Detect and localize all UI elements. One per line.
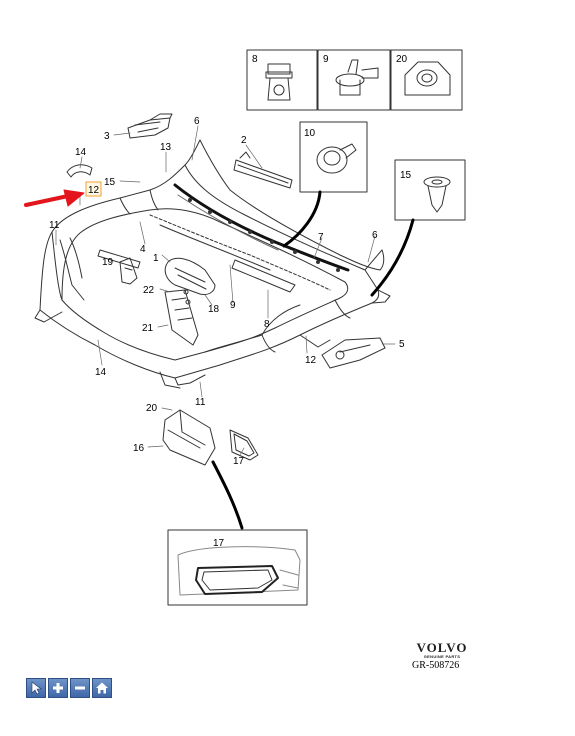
brand-logo-text: VOLVO <box>416 640 468 655</box>
zoom-out-icon <box>75 686 85 690</box>
part-17-seal <box>229 429 259 461</box>
zoom-in-button[interactable] <box>48 678 68 698</box>
callout-7: 7 <box>318 232 324 243</box>
volvo-logo: VOLVO GENUINE PARTS <box>410 641 474 659</box>
callout-14: 14 <box>75 147 87 158</box>
callout-19: 19 <box>102 257 114 268</box>
detail-box-15 <box>394 159 466 221</box>
callout-12: 12 <box>88 185 100 196</box>
callout-15: 15 <box>104 177 116 188</box>
zoom-in-icon <box>53 683 63 693</box>
part-5-latch <box>321 337 386 369</box>
box-label-9: 9 <box>323 54 329 65</box>
callout-21: 21 <box>142 323 154 334</box>
detail-box-20 <box>390 49 463 111</box>
callout-8: 8 <box>264 319 270 330</box>
callout-11: 11 <box>49 220 60 231</box>
box-label-10: 10 <box>304 128 316 139</box>
select-tool-button[interactable] <box>26 678 46 698</box>
detail-box-17 <box>167 529 308 606</box>
home-icon <box>96 682 108 694</box>
callout-2: 2 <box>241 135 247 146</box>
box-label-20: 20 <box>396 54 408 65</box>
callout-3: 3 <box>104 131 110 142</box>
callout-14b: 14 <box>95 367 107 378</box>
callout-4: 4 <box>140 244 146 255</box>
callout-12b: 12 <box>305 355 317 366</box>
callout-17: 17 <box>233 456 245 467</box>
part-21-bracket <box>164 289 199 346</box>
callout-16: 16 <box>133 443 145 454</box>
part-19-clip <box>119 257 138 285</box>
detail-connectors <box>211 190 415 530</box>
callout-9: 9 <box>230 300 236 311</box>
part-2-strip <box>233 151 293 189</box>
brand-subtitle: GENUINE PARTS <box>423 654 461 659</box>
part-14-hook <box>66 164 93 178</box>
red-pointer-arrow <box>24 189 85 207</box>
viewer-toolbar <box>26 678 112 698</box>
diagram-reference: GR-508726 <box>412 660 460 671</box>
callout-1: 1 <box>153 253 159 264</box>
hood-frame <box>34 139 391 389</box>
box-label-15: 15 <box>400 170 412 181</box>
leader-lines <box>55 125 396 456</box>
zoom-out-button[interactable] <box>70 678 90 698</box>
part-1-grille <box>164 257 216 295</box>
part-16-bracket <box>162 409 216 466</box>
callout-13: 13 <box>160 142 172 153</box>
callout-18: 18 <box>208 304 220 315</box>
callout-5: 5 <box>399 339 405 350</box>
box-label-8: 8 <box>252 54 258 65</box>
callout-20: 20 <box>146 403 158 414</box>
home-button[interactable] <box>92 678 112 698</box>
detail-box-10 <box>299 121 368 193</box>
callout-6: 6 <box>194 116 200 127</box>
detail-box-9 <box>317 49 391 111</box>
cursor-icon <box>31 681 42 695</box>
callout-22: 22 <box>143 285 155 296</box>
part-3-bracket <box>127 113 173 139</box>
callout-labels: 3 13 6 2 14 15 12 11 4 1 19 22 18 9 8 21… <box>49 54 412 549</box>
callout-11b: 11 <box>195 397 206 408</box>
box-label-17: 17 <box>213 538 225 549</box>
highlight-box <box>85 181 102 197</box>
callout-6b: 6 <box>372 230 378 241</box>
detail-box-8 <box>246 49 318 111</box>
